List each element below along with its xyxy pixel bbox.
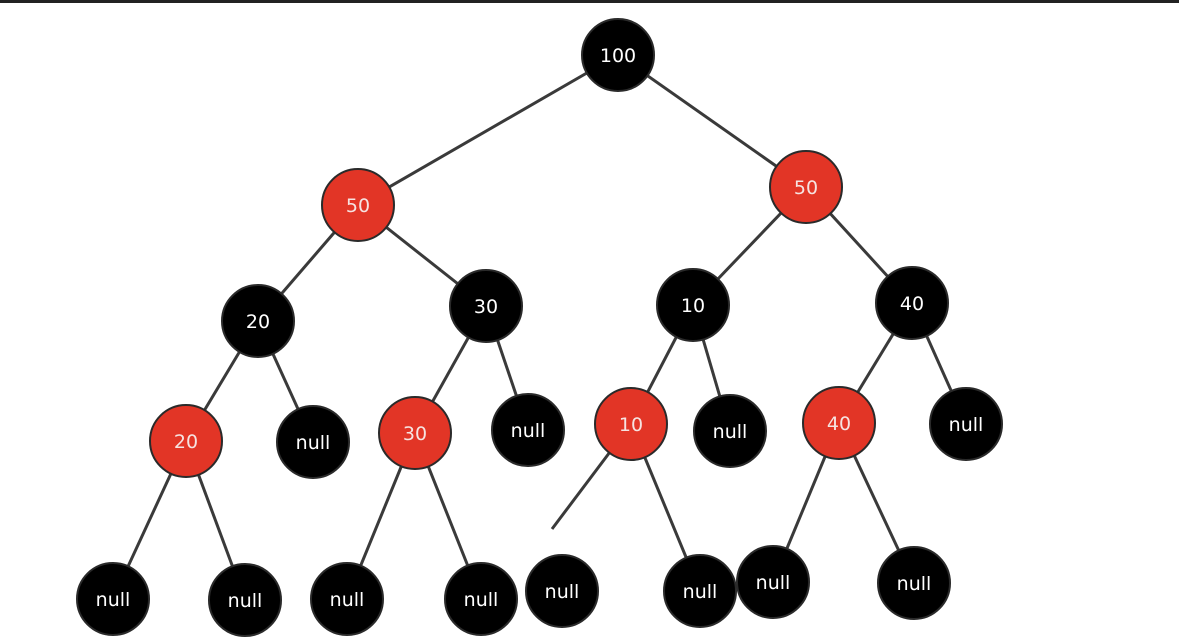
red-node: 30 bbox=[378, 396, 452, 470]
node-circle bbox=[378, 396, 452, 470]
node-label: null bbox=[949, 414, 984, 436]
null-leaf-node: null bbox=[491, 393, 565, 467]
black-node: 30 bbox=[449, 269, 523, 343]
node-circle bbox=[221, 284, 295, 358]
node-circle bbox=[663, 554, 737, 628]
node-circle bbox=[736, 545, 810, 619]
node-label: 20 bbox=[174, 431, 198, 453]
node-circle bbox=[149, 404, 223, 478]
node-label: null bbox=[296, 432, 331, 454]
edge-n100-n50L bbox=[357, 53, 619, 207]
node-circle bbox=[321, 168, 395, 242]
top-border-line bbox=[0, 0, 1179, 3]
node-label: 40 bbox=[900, 293, 924, 315]
null-leaf-node: null bbox=[310, 562, 384, 636]
node-label: 10 bbox=[619, 414, 643, 436]
node-circle bbox=[802, 386, 876, 460]
black-node: 100 bbox=[581, 18, 655, 92]
null-leaf-node: null bbox=[276, 405, 350, 479]
null-leaf-node: null bbox=[525, 554, 599, 628]
node-label: null bbox=[511, 420, 546, 442]
node-circle bbox=[444, 562, 518, 636]
node-label: 10 bbox=[681, 295, 705, 317]
node-label: null bbox=[96, 589, 131, 611]
edge-n100-n50R bbox=[617, 53, 807, 189]
node-circle bbox=[693, 394, 767, 468]
node-circle bbox=[581, 18, 655, 92]
node-label: 40 bbox=[827, 413, 851, 435]
node-label: null bbox=[228, 590, 263, 612]
null-leaf-node: null bbox=[736, 545, 810, 619]
node-label: null bbox=[756, 572, 791, 594]
red-node: 10 bbox=[594, 387, 668, 461]
red-node: 50 bbox=[321, 168, 395, 242]
node-circle bbox=[310, 562, 384, 636]
black-node: 20 bbox=[221, 284, 295, 358]
node-label: 20 bbox=[246, 311, 270, 333]
node-label: null bbox=[330, 589, 365, 611]
null-leaf-node: null bbox=[663, 554, 737, 628]
node-label: 30 bbox=[403, 423, 427, 445]
node-circle bbox=[929, 387, 1003, 461]
node-circle bbox=[449, 269, 523, 343]
node-label: 50 bbox=[794, 177, 818, 199]
node-circle bbox=[276, 405, 350, 479]
node-circle bbox=[769, 150, 843, 224]
node-label: null bbox=[713, 421, 748, 443]
red-node: 20 bbox=[149, 404, 223, 478]
null-leaf-node: null bbox=[693, 394, 767, 468]
black-node: 10 bbox=[656, 268, 730, 342]
node-label: 30 bbox=[474, 296, 498, 318]
node-circle bbox=[525, 554, 599, 628]
node-circle bbox=[208, 563, 282, 637]
node-circle bbox=[594, 387, 668, 461]
node-label: 50 bbox=[346, 195, 370, 217]
node-label: null bbox=[545, 581, 580, 603]
null-leaf-node: null bbox=[444, 562, 518, 636]
null-leaf-node: null bbox=[929, 387, 1003, 461]
node-circle bbox=[76, 562, 150, 636]
null-leaf-node: null bbox=[877, 546, 951, 620]
null-leaf-node: null bbox=[208, 563, 282, 637]
node-label: null bbox=[683, 581, 718, 603]
black-node: 40 bbox=[875, 266, 949, 340]
node-circle bbox=[656, 268, 730, 342]
node-label: null bbox=[897, 573, 932, 595]
node-label: null bbox=[464, 589, 499, 611]
null-leaf-node: null bbox=[76, 562, 150, 636]
node-circle bbox=[875, 266, 949, 340]
red-node: 50 bbox=[769, 150, 843, 224]
node-label: 100 bbox=[600, 45, 636, 67]
red-node: 40 bbox=[802, 386, 876, 460]
node-circle bbox=[877, 546, 951, 620]
node-circle bbox=[491, 393, 565, 467]
